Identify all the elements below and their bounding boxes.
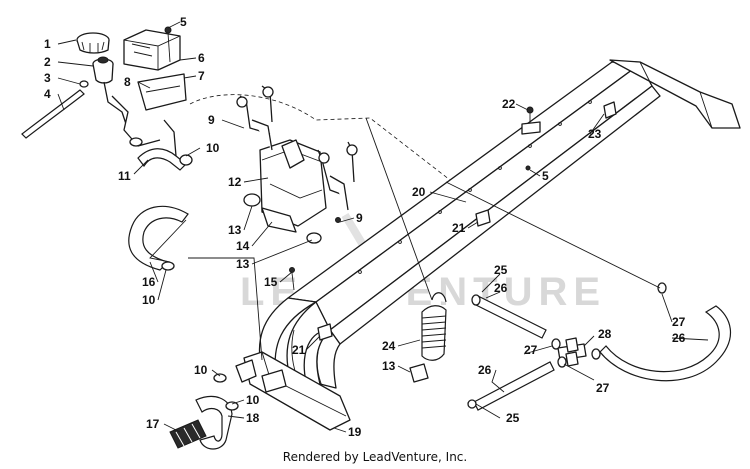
callout-27-right: 27 [672, 315, 686, 329]
bolt-9-lower [335, 217, 341, 223]
lower-hose-17 [169, 419, 207, 449]
callout-27-bottom: 27 [596, 381, 610, 395]
clamp-10-low-a [213, 373, 227, 383]
callout-10-low-a: 10 [194, 363, 208, 377]
clamp-10-mid [161, 261, 175, 271]
callout-5-rail: 5 [542, 169, 549, 183]
callout-26-right: 26 [672, 331, 686, 345]
callout-23: 23 [588, 127, 602, 141]
tube-26-long [599, 305, 732, 382]
callout-20: 20 [412, 185, 426, 199]
screw-5-rail [525, 165, 531, 171]
callout-10-low-b: 10 [246, 393, 260, 407]
callout-2: 2 [44, 55, 51, 69]
spark-plug-wires [236, 85, 358, 211]
callout-25-upper: 25 [494, 263, 508, 277]
credit-line: Rendered by LeadVenture, Inc. [282, 450, 468, 464]
tube-26-lower [467, 361, 555, 411]
fitting-13-c [409, 363, 429, 383]
callout-10-mid: 10 [142, 293, 156, 307]
callout-8: 8 [124, 75, 131, 89]
callout-13-c: 13 [382, 359, 396, 373]
callout-1: 1 [44, 37, 51, 51]
callout-13-b: 13 [236, 257, 250, 271]
bolt-15 [289, 267, 295, 291]
callout-12: 12 [228, 175, 242, 189]
fitting-14 [261, 207, 297, 233]
leader-lines [57, 21, 709, 433]
fitting-13-a [243, 193, 261, 207]
hose-clamp-3 [79, 80, 89, 88]
rubber-boot-24 [421, 292, 447, 361]
callout-25-lower: 25 [506, 411, 520, 425]
callout-22: 22 [502, 97, 516, 111]
callout-6: 6 [198, 51, 205, 65]
callout-28: 28 [598, 327, 612, 341]
vent-hose [21, 89, 85, 139]
callout-16: 16 [142, 275, 156, 289]
callout-21-lower: 21 [292, 343, 306, 357]
clamp-10-top [129, 137, 193, 166]
clip-23 [603, 101, 617, 119]
callout-9-top: 9 [208, 113, 215, 127]
callout-15: 15 [264, 275, 278, 289]
callout-5: 5 [180, 15, 187, 29]
callout-7: 7 [198, 69, 205, 83]
coolant-cap [76, 32, 110, 54]
tube-26-upper [471, 294, 547, 339]
callout-26-lower: 26 [478, 363, 492, 377]
callout-27-left: 27 [524, 343, 538, 357]
callout-4: 4 [44, 87, 51, 101]
electronics-box [123, 29, 187, 111]
radiator-hose-16 [128, 205, 189, 271]
callout-14: 14 [236, 239, 250, 253]
callout-9-lower: 9 [356, 211, 363, 225]
callout-numbers: 1 2 3 4 5 6 7 8 9 10 10 11 12 13 14 13 9… [44, 15, 686, 439]
engine-block [259, 139, 327, 227]
callout-19: 19 [348, 425, 362, 439]
engine-outline-dashed [189, 94, 451, 181]
t-fitting-28 [557, 337, 587, 367]
callout-18: 18 [246, 411, 260, 425]
callout-21-upper: 21 [452, 221, 466, 235]
clip-21-lower [317, 323, 333, 341]
callout-11: 11 [118, 169, 131, 183]
callout-13-a: 13 [228, 223, 242, 237]
fitting-near-bracket [235, 359, 287, 393]
callout-26-upper: 26 [494, 281, 508, 295]
screw-22 [521, 106, 541, 135]
callout-10-top: 10 [206, 141, 220, 155]
bracket-arm [111, 95, 177, 157]
callout-3: 3 [44, 71, 51, 85]
clamp-10-low-b [225, 401, 239, 411]
callout-24: 24 [382, 339, 396, 353]
callout-17: 17 [146, 417, 160, 431]
frame-rail [243, 59, 741, 431]
screw-5-top [164, 26, 172, 63]
radiator-hose-11 [137, 148, 187, 171]
